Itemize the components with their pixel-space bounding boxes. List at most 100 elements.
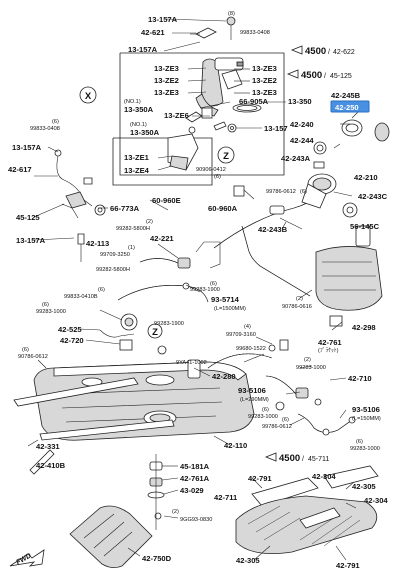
label-99282-5800h: 99282-5800H <box>96 267 130 273</box>
label-13-ze2: 13-ZE2 <box>252 76 277 85</box>
label-qty: (1) <box>128 245 135 251</box>
label-qty: (2) <box>296 296 303 302</box>
svg-text:/: / <box>328 49 330 56</box>
label-42-110: 42-110 <box>224 441 247 450</box>
label-43-029: 43-029 <box>180 486 204 495</box>
filler-cap-group <box>313 109 390 169</box>
label-93-5714: 93-5714 <box>211 295 240 304</box>
label-93-5106: 93-5106 <box>238 386 266 395</box>
label-length: (L=150MM) <box>352 416 381 422</box>
label-90906-0412: 90906-0412 <box>196 167 226 173</box>
label-13-157a: 13-157A <box>128 45 158 54</box>
label-42-720: 42-720 <box>60 336 84 345</box>
label-42-791: 42-791 <box>248 474 272 483</box>
label-9gg93-0830: 9GG93-0830 <box>180 517 212 523</box>
label-qty: (8) <box>228 11 235 17</box>
svg-text:42-622: 42-622 <box>333 49 355 56</box>
label-42-240: 42-240 <box>290 120 314 129</box>
label-42-331: 42-331 <box>36 442 60 451</box>
label-qty: (6) <box>356 439 363 445</box>
callout-x-top: X <box>79 86 97 104</box>
callout-z-top: Z <box>217 146 235 164</box>
svg-text:/: / <box>302 456 304 463</box>
label-13-ze3: 13-ZE3 <box>154 64 179 73</box>
label-42-243a: 42-243A <box>281 154 311 163</box>
label-66-905a: 66-905A <box>239 97 269 106</box>
label-no1: (NO.1) <box>130 122 147 128</box>
label-42-410b: 42-410B <box>36 461 66 470</box>
insulator-pads <box>235 465 379 555</box>
label-99283-1900: 99283-1900 <box>154 321 184 327</box>
tank-straps <box>13 377 175 475</box>
label-qty: (6) <box>262 407 269 413</box>
label-99283-1900: 99283-1900 <box>190 287 220 293</box>
fuel-tank-42-110 <box>33 361 255 441</box>
hose-group-left <box>117 241 221 303</box>
label-90786-0616: 90786-0616 <box>282 304 312 310</box>
highlight-box-42-250 <box>330 100 370 113</box>
label-13-157a: 13-157A <box>148 15 178 24</box>
label-13-157a: 13-157A <box>16 236 46 245</box>
label-99709-3250: 99709-3250 <box>100 252 130 258</box>
label-42-221: 42-221 <box>150 234 174 243</box>
label-99833-0408: 99833-0408 <box>30 126 60 132</box>
canister-42-298 <box>315 202 383 327</box>
label-99786-0612: 99786-0612 <box>262 424 292 430</box>
label-qty: (2) <box>304 357 311 363</box>
label-no1: (NO.1) <box>124 99 141 105</box>
svg-text:X: X <box>85 91 92 102</box>
label-42-710: 42-710 <box>348 374 372 383</box>
upper-component-box <box>119 52 285 176</box>
label-13-ze3: 13-ZE3 <box>252 88 277 97</box>
label-42-113: 42-113 <box>86 239 109 248</box>
label-qty: (6) <box>214 174 221 180</box>
svg-text:4500: 4500 <box>301 70 322 81</box>
ref-4500-45-125: 4500 / 45-125 <box>286 69 352 81</box>
label-99283-1000: 99283-1000 <box>36 309 66 315</box>
label-42-298: 42-298 <box>352 323 376 332</box>
label-60-960a: 60-960A <box>208 204 238 213</box>
label-13-350a: 13-350A <box>130 128 160 137</box>
label-42-761: 42-761 <box>318 338 342 347</box>
label-42-243c: 42-243C <box>358 192 388 201</box>
fuel-pump-assembly <box>167 16 262 171</box>
label-qty: (2) <box>172 509 179 515</box>
label-42-761a: 42-761A <box>180 474 210 483</box>
label-qty: (4) <box>244 324 251 330</box>
label-66-773a: 66-773A <box>110 204 140 213</box>
label-42-617: 42-617 <box>8 165 32 174</box>
filler-pipe <box>213 173 337 297</box>
label-42-210: 42-210 <box>354 173 378 182</box>
label-42-244: 42-244 <box>290 136 314 145</box>
label-13-ze4: 13-ZE4 <box>124 166 150 175</box>
label-99680-1522: 99680-1522 <box>236 346 266 352</box>
label-qty: (6) <box>282 417 289 423</box>
label-bracket-jp: (ﾌﾞﾗｹｯﾄ) <box>318 347 339 354</box>
cover-42-750d <box>69 505 153 568</box>
label-99282-5800h: 99282-5800H <box>116 226 150 232</box>
hose-group-right <box>265 375 356 436</box>
label-qty: (6) <box>300 189 307 195</box>
label-60-960e: 60-960E <box>152 196 181 205</box>
label-13-ze2: 13-ZE2 <box>154 76 179 85</box>
label-length: (L=290MM) <box>240 397 269 403</box>
label-42-245b: 42-245B <box>331 91 361 100</box>
tank-feed-parts <box>99 313 201 379</box>
svg-text:4500: 4500 <box>279 453 300 464</box>
label-42-791: 42-791 <box>336 561 360 570</box>
label-56-145c: 56-145C <box>350 222 380 231</box>
label-13-ze3: 13-ZE3 <box>252 64 277 73</box>
label-qty: (6) <box>98 287 105 293</box>
leader-lines <box>27 18 370 561</box>
label-99283-1000: 99283-1000 <box>248 414 278 420</box>
svg-text:45-711: 45-711 <box>308 456 329 463</box>
svg-text:45-125: 45-125 <box>330 73 352 80</box>
label-45-181a: 45-181A <box>180 462 210 471</box>
label-qty: (6) <box>52 119 59 125</box>
label-99709-3160: 99709-3160 <box>226 332 256 338</box>
label-42-711: 42-711 <box>214 493 238 502</box>
label-13-350: 13-350 <box>288 97 312 106</box>
label-42-305: 42-305 <box>352 482 376 491</box>
label-42-250-highlighted: 42-250 <box>335 103 359 112</box>
